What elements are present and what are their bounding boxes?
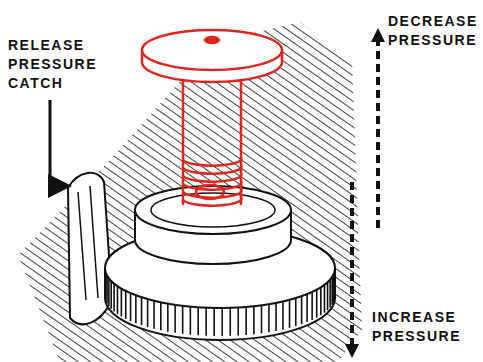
knurl-line [320,287,322,315]
knurl-line [229,308,231,336]
knurl-line [311,292,313,320]
thread-line [183,157,242,166]
catch-shading [78,186,98,300]
knurl-line [261,305,263,333]
knurl-line [329,279,331,307]
knurl-line [160,302,162,330]
knurl-line [141,297,143,325]
arrow-head [345,344,359,358]
knurl-line [167,304,169,332]
knurl-line [113,284,115,312]
knurl-line [275,303,277,331]
callout-label: INCREASE PRESSURE [372,308,461,346]
screw-threads [183,157,242,206]
screw-hole [196,185,224,199]
leader-arrow [50,100,66,186]
knurl-line [106,276,108,304]
thread-line [183,173,242,182]
knurl-line [125,291,127,319]
screw-mark [205,37,219,43]
knurl-line [245,307,247,335]
knurl-line [327,282,329,310]
knurl-line [153,301,155,329]
knurl-line [135,295,137,323]
knurl-line [331,277,333,305]
knurl-line [289,300,291,328]
pressure-screw [142,30,282,206]
knurl-line [253,306,255,334]
knurl-line [117,286,119,314]
thread-line [183,165,242,174]
knurl-line [108,278,110,306]
screw-head [142,30,282,70]
knurl-line [190,307,192,335]
knurl-line [268,304,270,332]
knurl-line [282,301,284,329]
knurl-line [221,308,223,336]
knurl-line [324,285,326,313]
decrease-arrow [376,40,380,228]
callout-label: DECREASE PRESSURE [388,12,478,50]
thread-line [183,189,242,198]
knurl-line [121,289,123,317]
callout-label: RELEASE PRESSURE CATCH [8,36,97,93]
arrow-head [371,28,385,42]
knurl-line [182,306,184,334]
knurl-line [301,296,303,324]
increase-arrow [350,182,354,345]
collar-top [135,186,291,234]
knurl-line [110,281,112,309]
knurl-line [205,308,207,336]
knurl-line [147,299,149,327]
hatched-surface [18,22,362,362]
knurl-line [130,293,132,321]
knurl-line [237,307,239,335]
knurl-line [197,307,199,335]
knurl-line [174,305,176,333]
knurl-line [295,298,297,326]
knurl-line [213,308,215,336]
knurl-line [316,290,318,318]
knurl-line [306,294,308,322]
